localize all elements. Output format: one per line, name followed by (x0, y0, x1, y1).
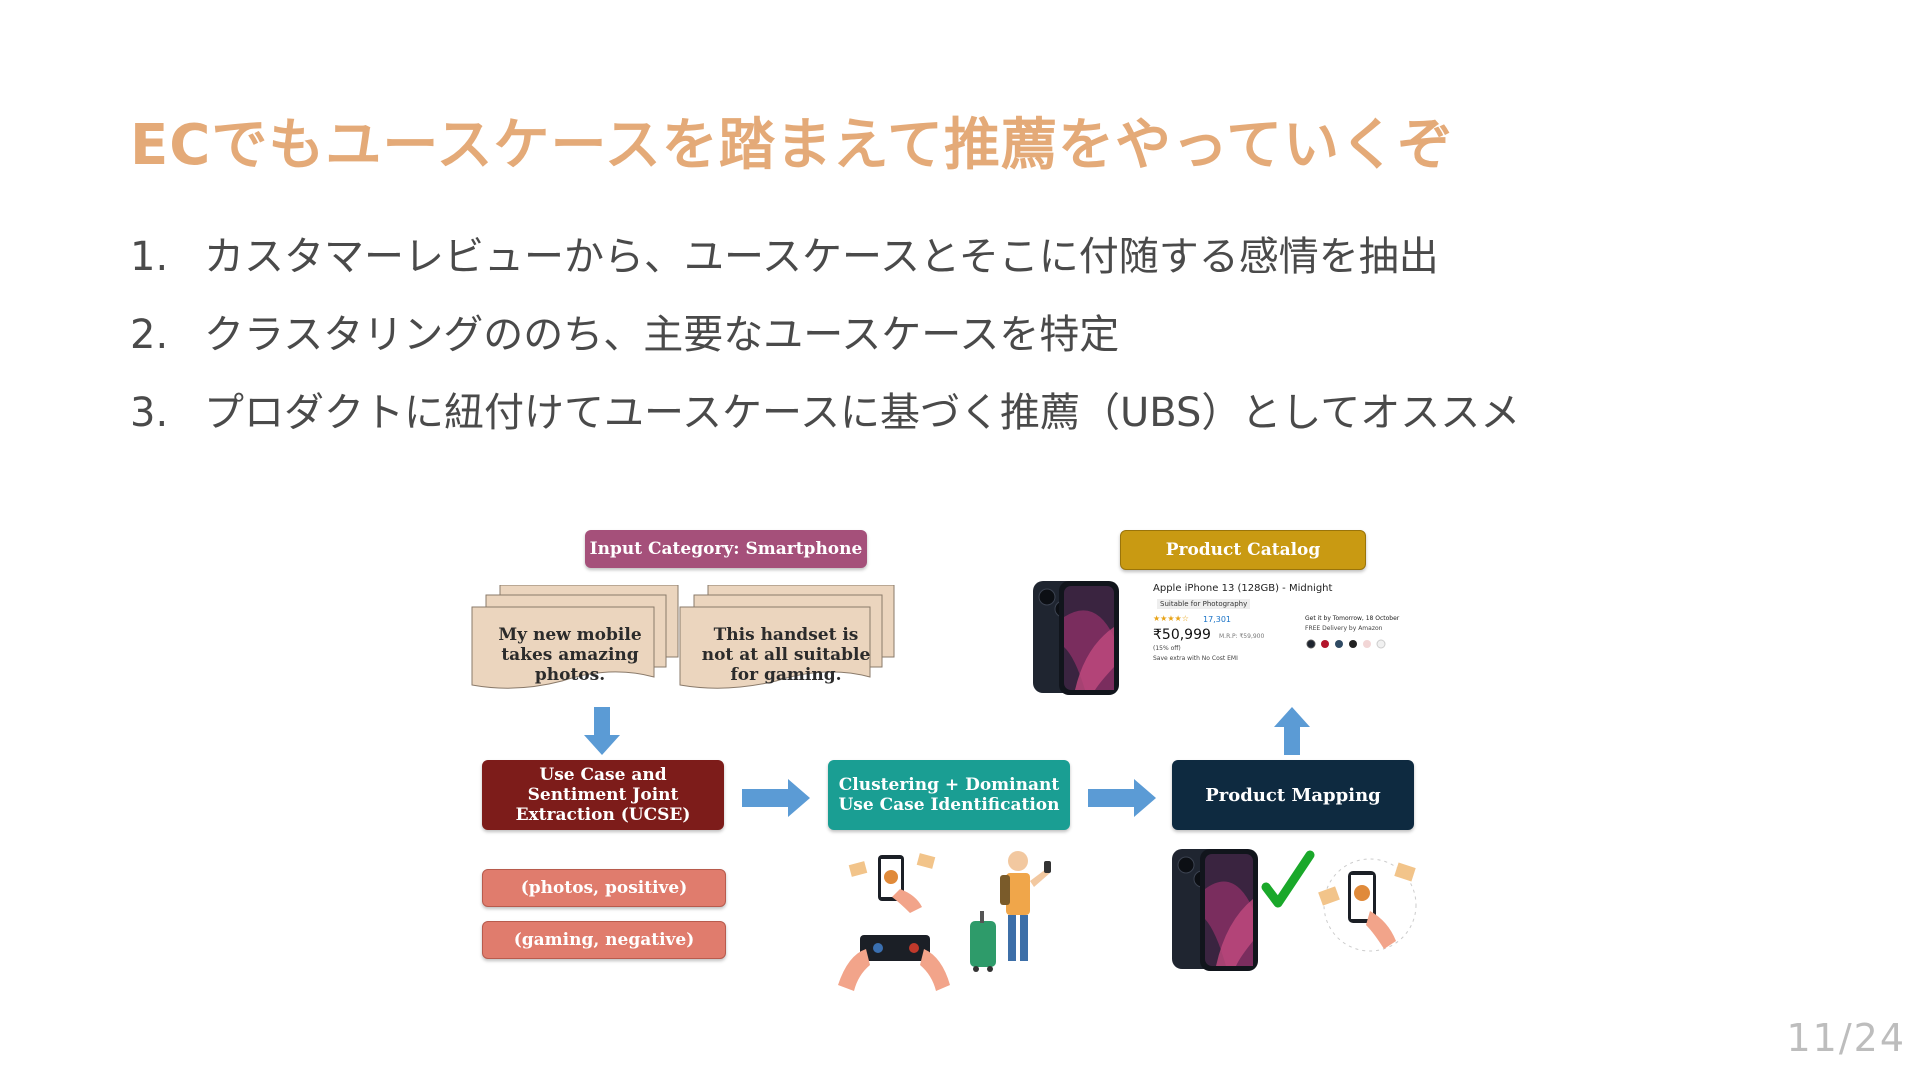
arrow-right-icon (1088, 779, 1156, 817)
bullet-text: プロダクトに紐付けてユースケースに基づく推薦（UBS）としてオススメ (204, 390, 1521, 436)
pair-photos-positive: (photos, positive) (482, 869, 726, 907)
input-category-box: Input Category: Smartphone (585, 530, 867, 568)
product-price: ₹50,999 (1153, 627, 1211, 643)
slide-title: ECでもユースケースを踏まえて推薦をやっていくぞ (130, 113, 1455, 178)
mapped-product-illustration (1172, 849, 1417, 971)
product-mapping-label: Product Mapping (1205, 784, 1381, 806)
product-card: Apple iPhone 13 (128GB) - Midnight Suita… (1025, 577, 1445, 699)
pair-label: (photos, positive) (520, 878, 688, 898)
arrow-right-icon (742, 779, 810, 817)
product-tag: Suitable for Photography (1157, 599, 1251, 609)
ucse-label: Use Case and Sentiment Joint Extraction … (515, 765, 691, 825)
check-icon (1261, 850, 1315, 908)
pipeline-diagram: Input Category: Smartphone My new mobile… (470, 525, 1470, 1005)
input-category-label: Input Category: Smartphone (589, 539, 863, 559)
use-case-illustration (838, 851, 1051, 991)
clustering-label: Clustering + Dominant Use Case Identific… (838, 775, 1060, 815)
product-emi: Save extra with No Cost EMI (1153, 655, 1238, 662)
page-number: 11/24 (1786, 1016, 1906, 1060)
arrow-up-icon (1274, 707, 1310, 755)
review-text-1: My new mobile takes amazing photos. (498, 625, 642, 685)
product-catalog-box: Product Catalog (1120, 530, 1366, 570)
bullet-number: 1. (130, 234, 169, 280)
bullet-item: 1. カスタマーレビューから、ユースケースとそこに付随する感情を抽出 (130, 232, 1520, 310)
review-doc-1 (471, 585, 679, 689)
review-document-icons (471, 585, 895, 689)
pair-gaming-negative: (gaming, negative) (482, 921, 726, 959)
bullet-item: 2. クラスタリングののち、主要なユースケースを特定 (130, 310, 1520, 388)
color-swatches[interactable] (1305, 637, 1405, 651)
review-text-2: This handset is not at all suitable for … (701, 625, 871, 685)
bullet-number: 3. (130, 390, 169, 436)
delivery-date: Get it by Tomorrow, 18 October (1305, 615, 1400, 622)
delivery-note: FREE Delivery by Amazon (1305, 625, 1383, 632)
bullet-item: 3. プロダクトに紐付けてユースケースに基づく推薦（UBS）としてオススメ (130, 388, 1520, 466)
review-doc-2 (679, 585, 895, 689)
iphone-image (1033, 581, 1119, 695)
rating-stars-icon: ★★★★☆ (1153, 614, 1189, 623)
bullet-text: カスタマーレビューから、ユースケースとそこに付随する感情を抽出 (204, 234, 1439, 280)
product-name: Apple iPhone 13 (128GB) - Midnight (1153, 583, 1333, 594)
product-mrp: M.R.P: ₹59,900 (1219, 633, 1265, 640)
rating-count[interactable]: 17,301 (1203, 615, 1231, 624)
bullet-number: 2. (130, 312, 169, 358)
product-discount: (15% off) (1153, 645, 1181, 652)
clustering-box: Clustering + Dominant Use Case Identific… (828, 760, 1070, 830)
product-catalog-label: Product Catalog (1165, 540, 1321, 560)
bullet-list: 1. カスタマーレビューから、ユースケースとそこに付随する感情を抽出 2. クラスタ… (130, 232, 1520, 466)
pair-label: (gaming, negative) (513, 930, 695, 950)
arrow-down-icon (584, 707, 620, 755)
bullet-text: クラスタリングののち、主要なユースケースを特定 (204, 312, 1120, 358)
ucse-box: Use Case and Sentiment Joint Extraction … (482, 760, 724, 830)
product-mapping-box: Product Mapping (1172, 760, 1414, 830)
